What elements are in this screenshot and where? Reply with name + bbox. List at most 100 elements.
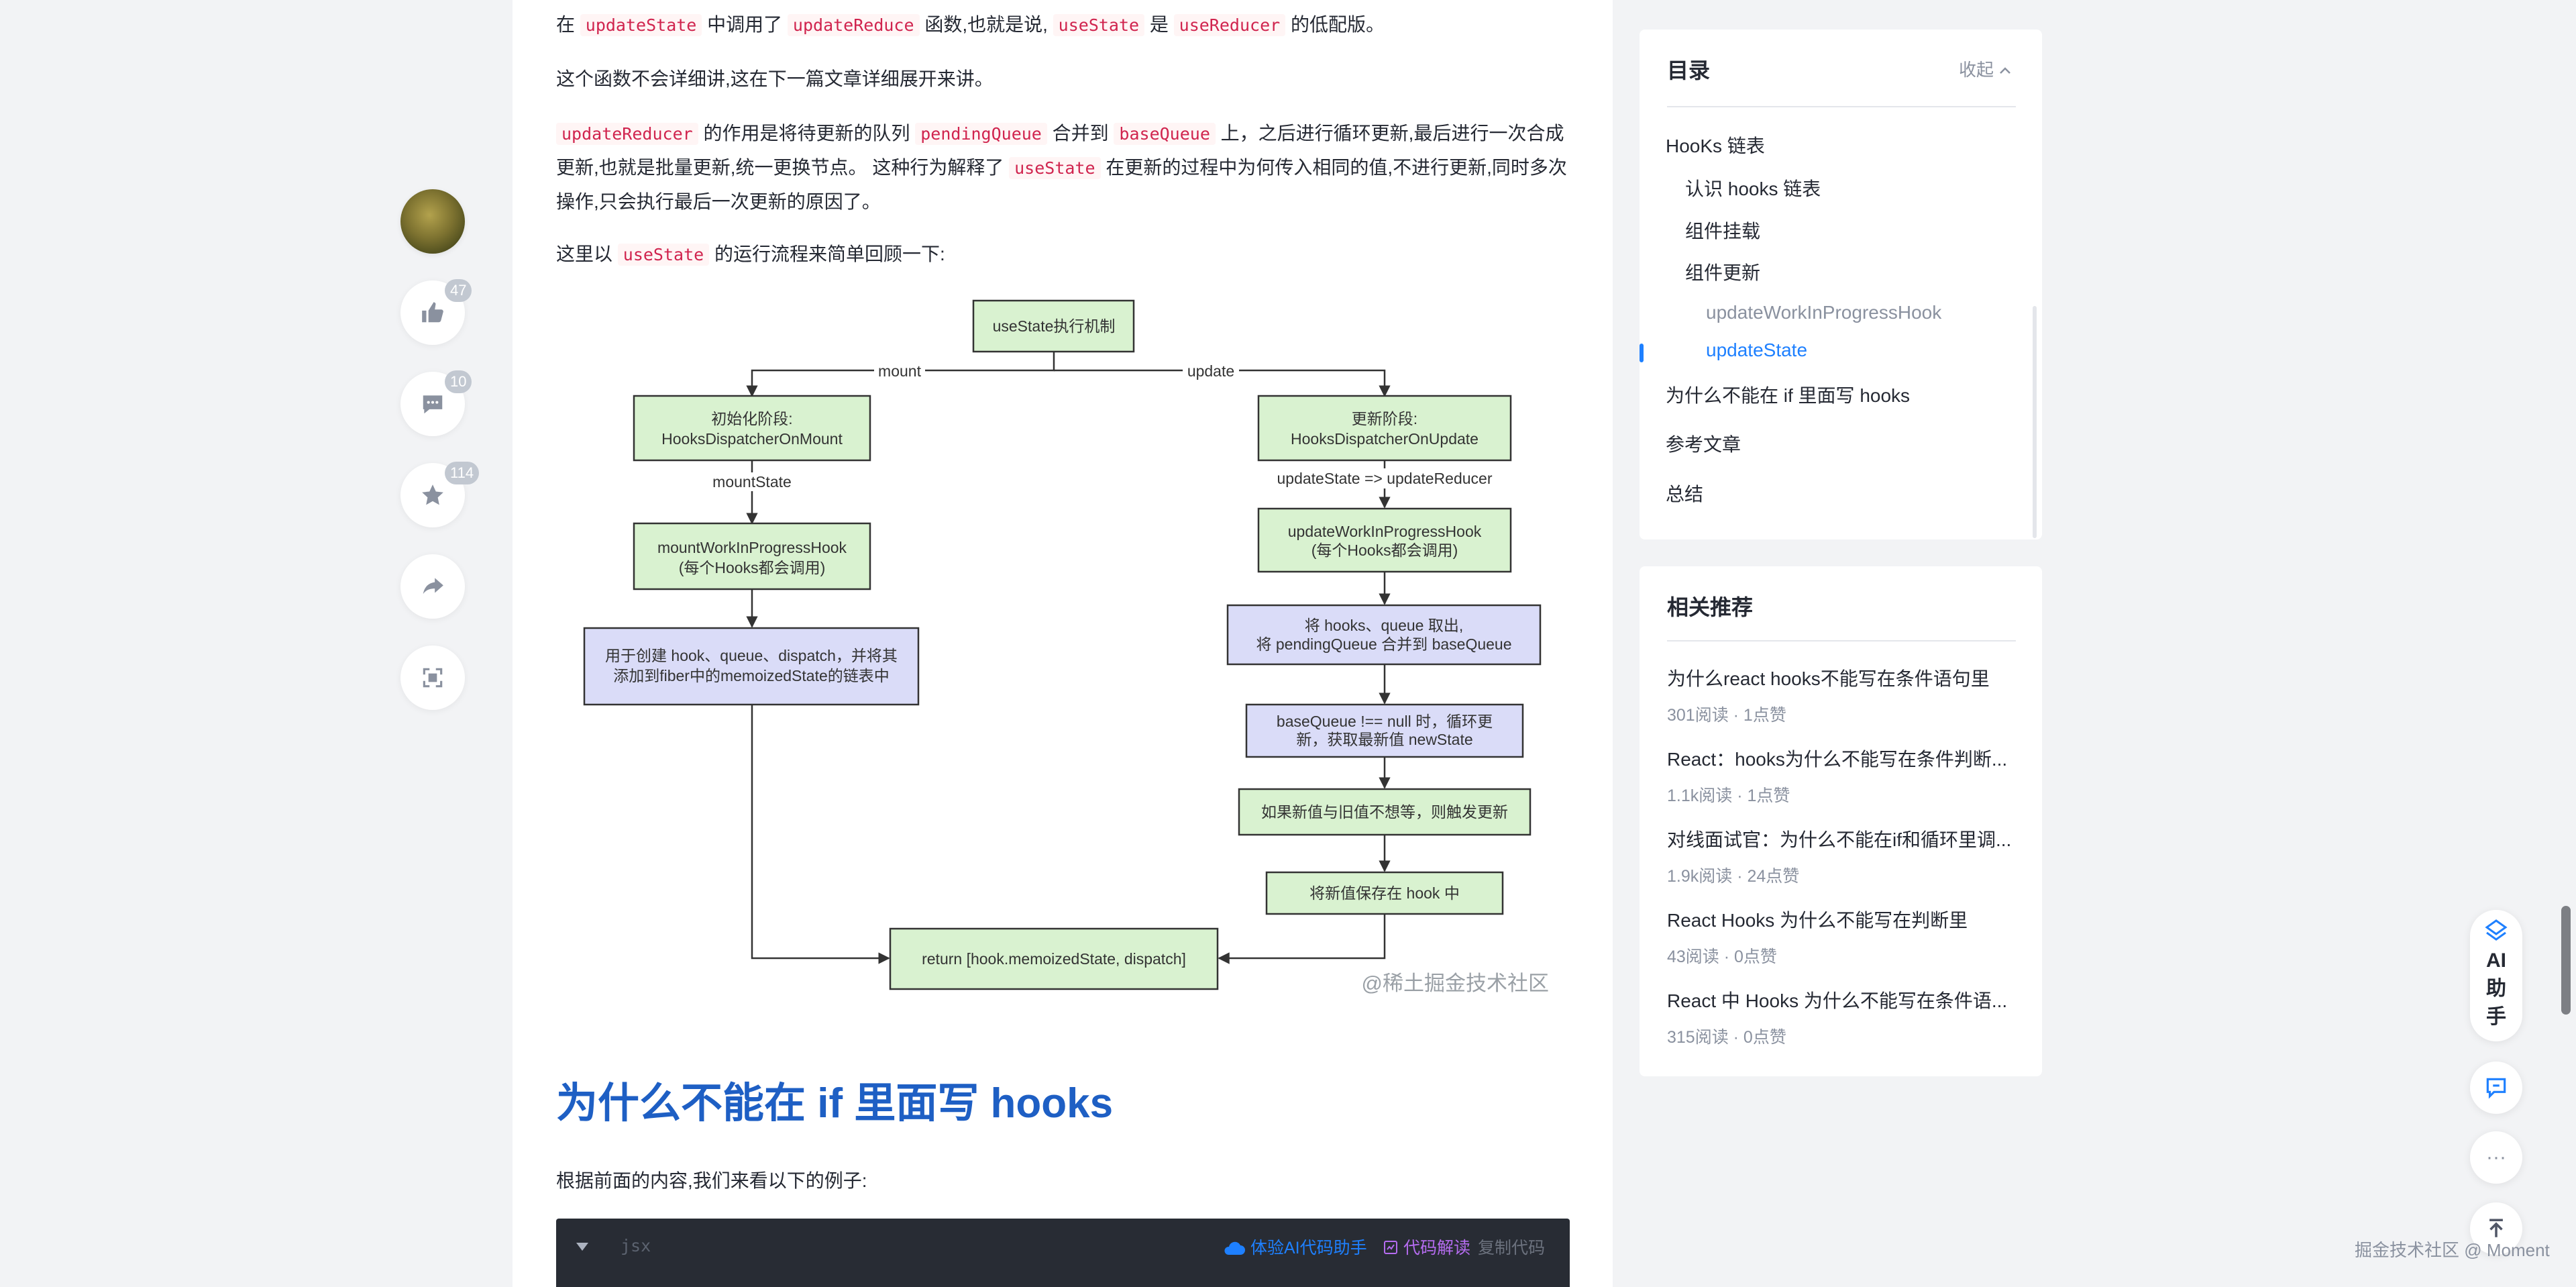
toc-title: 目录 bbox=[1667, 58, 1711, 83]
recommend-item-title[interactable]: 对线面试官：为什么不能在if和循环里调... bbox=[1667, 829, 2012, 850]
text: 是 bbox=[1144, 14, 1174, 35]
flow-node: return [hook.memoizedState, dispatch] bbox=[922, 950, 1186, 968]
ai-code-helper-link[interactable]: 体验AI代码助手 bbox=[1223, 1235, 1367, 1259]
recommend-item-title[interactable]: React 中 Hooks 为什么不能写在条件语... bbox=[1667, 990, 2008, 1011]
chat-bubble-icon bbox=[2486, 1078, 2506, 1099]
chevron-up-icon bbox=[2000, 67, 2011, 74]
thumbs-up-icon bbox=[422, 302, 443, 323]
comment-icon bbox=[423, 395, 443, 414]
inline-code: updateReducer bbox=[556, 123, 698, 145]
inline-code: useState bbox=[1009, 157, 1101, 179]
toc-item-mount[interactable]: 组件挂载 bbox=[1685, 221, 1761, 242]
flow-node: 将 pendingQueue 合并到 baseQueue bbox=[1256, 635, 1511, 653]
recommend-divider bbox=[1667, 640, 2016, 641]
collapse-caret-icon[interactable] bbox=[576, 1243, 588, 1251]
toc-item-why-not-if[interactable]: 为什么不能在 if 里面写 hooks bbox=[1666, 385, 1911, 406]
favorite-button[interactable]: 114 bbox=[400, 462, 480, 527]
back-to-top-button[interactable] bbox=[2470, 1202, 2522, 1255]
collapse-label: 收起 bbox=[1959, 60, 1994, 80]
toc-active-marker bbox=[1640, 344, 1644, 362]
inline-code: updateReduce bbox=[787, 14, 920, 36]
toc-item-know-hooks[interactable]: 认识 hooks 链表 bbox=[1685, 178, 1821, 199]
toc-item-update-wip-hook[interactable]: updateWorkInProgressHook bbox=[1706, 302, 1942, 323]
ai-cloud-icon bbox=[1224, 1241, 1245, 1255]
explain-label: 代码解读 bbox=[1403, 1239, 1470, 1257]
flow-node: updateWorkInProgressHook bbox=[1288, 523, 1482, 540]
toc-scrollbar[interactable] bbox=[2033, 306, 2037, 538]
paragraph-1: 在 updateState 中调用了 updateReduce 函数,也就是说,… bbox=[556, 8, 1569, 42]
text: 上，之后进行循环更新,最后进行一次合成更新,也就是批量更新,统一更换节点。 这种… bbox=[556, 123, 1564, 178]
more-button[interactable]: ··· bbox=[2470, 1131, 2522, 1184]
recommend-item-meta: 1.1k阅读 · 1点赞 bbox=[1667, 786, 1790, 805]
like-count: 47 bbox=[445, 279, 472, 302]
flow-node: HooksDispatcherOnMount bbox=[661, 430, 843, 448]
share-button[interactable] bbox=[400, 554, 465, 619]
text: 中调用了 bbox=[702, 14, 788, 35]
recommend-item-title[interactable]: React：hooks为什么不能写在条件判断... bbox=[1667, 749, 2008, 770]
toc-item-update[interactable]: 组件更新 bbox=[1685, 262, 1761, 283]
paragraph-4: 这里以 useState 的运行流程来简单回顾一下: bbox=[556, 238, 1569, 272]
flow-node: 将 hooks、queue 取出, bbox=[1305, 617, 1464, 634]
toc-item-summary[interactable]: 总结 bbox=[1666, 484, 1704, 505]
share-icon bbox=[423, 578, 443, 595]
toc-card bbox=[1640, 30, 2042, 539]
text: 在更新的过程中为何传入相同的值,不进行更新,同时多次操作,只会执行最后一次更新的… bbox=[556, 157, 1567, 212]
toc-divider bbox=[1667, 106, 2016, 107]
flow-node: 新，获取最新值 newState bbox=[1296, 731, 1472, 748]
code-language: jsx bbox=[621, 1236, 651, 1255]
recommend-item-title[interactable]: React Hooks 为什么不能写在判断里 bbox=[1667, 910, 1968, 931]
text: 函数,也就是说, bbox=[919, 14, 1053, 35]
author-avatar[interactable] bbox=[400, 189, 465, 254]
inline-code: useState bbox=[1053, 14, 1145, 36]
paragraph-5: 根据前面的内容,我们来看以下的例子: bbox=[556, 1170, 867, 1191]
flow-node: baseQueue !== null 时，循环更 bbox=[1277, 713, 1493, 730]
arrow-up-icon bbox=[2489, 1219, 2503, 1237]
paragraph-3: updateReducer 的作用是将待更新的队列 pendingQueue 合… bbox=[556, 117, 1569, 219]
recommend-item-title[interactable]: 为什么react hooks不能写在条件语句里 bbox=[1667, 668, 1990, 689]
recommend-title: 相关推荐 bbox=[1667, 595, 1754, 619]
flow-edge-label: updateState => updateReducer bbox=[1277, 470, 1493, 487]
feedback-button[interactable] bbox=[2470, 1062, 2522, 1114]
image-watermark: @稀土掘金技术社区 bbox=[1362, 972, 1549, 995]
text: 的运行流程来简单回顾一下: bbox=[709, 244, 945, 264]
comment-button[interactable]: 10 bbox=[400, 370, 472, 436]
site-watermark: 掘金技术社区 @ Moment bbox=[2355, 1240, 2550, 1260]
flow-node: mountWorkInProgressHook bbox=[657, 539, 847, 556]
code-block-header: jsx 体验AI代码助手 代码解读 复制代码 bbox=[556, 1219, 1570, 1287]
ai-helper-label: 体验AI代码助手 bbox=[1250, 1239, 1367, 1257]
flow-edge-label: update bbox=[1187, 362, 1234, 380]
flow-node: HooksDispatcherOnUpdate bbox=[1291, 430, 1479, 448]
toc-collapse-button[interactable]: 收起 bbox=[1959, 56, 2012, 81]
recommend-item-meta: 1.9k阅读 · 24点赞 bbox=[1667, 867, 1800, 886]
ai-assistant-icon bbox=[2485, 919, 2508, 941]
ai-label-3: 手 bbox=[2486, 1006, 2506, 1028]
flow-node: 用于创建 hook、queue、dispatch，并将其 bbox=[605, 647, 898, 664]
section-heading: 为什么不能在 if 里面写 hooks bbox=[556, 1080, 1114, 1127]
page-scrollbar-thumb[interactable] bbox=[2561, 906, 2571, 1015]
toc-item-references[interactable]: 参考文章 bbox=[1666, 434, 1741, 455]
inline-code: useState bbox=[617, 244, 710, 266]
focus-mode-icon bbox=[423, 668, 443, 688]
like-button[interactable]: 47 bbox=[400, 279, 472, 345]
flow-node: 初始化阶段: bbox=[711, 410, 792, 427]
code-explain-link[interactable]: 代码解读 bbox=[1383, 1235, 1470, 1259]
flow-node: (每个Hooks都会调用) bbox=[1311, 542, 1458, 559]
toc-item-update-state[interactable]: updateState bbox=[1706, 340, 1808, 360]
copy-code-button[interactable]: 复制代码 bbox=[1478, 1239, 1546, 1257]
recommend-item-meta: 301阅读 · 1点赞 bbox=[1667, 706, 1786, 725]
flow-node: useState执行机制 bbox=[993, 317, 1116, 335]
recommend-item-meta: 43阅读 · 0点赞 bbox=[1667, 947, 1777, 966]
inline-code: pendingQueue bbox=[915, 123, 1047, 145]
inline-code: useReducer bbox=[1173, 14, 1286, 36]
toc-item-hooks-list[interactable]: HooKs 链表 bbox=[1666, 136, 1765, 156]
comment-count: 10 bbox=[445, 370, 472, 393]
flow-node: 如果新值与旧值不想等，则触发更新 bbox=[1261, 803, 1508, 821]
text: 合并到 bbox=[1046, 123, 1114, 144]
ai-assistant-button[interactable]: AI 助 手 bbox=[2470, 910, 2522, 1041]
ai-label-2: 助 bbox=[2486, 978, 2506, 1000]
flow-edge-label: mount bbox=[878, 362, 922, 380]
paragraph-2: 这个函数不会详细讲,这在下一篇文章详细展开来讲。 bbox=[556, 68, 994, 89]
fullscreen-button[interactable] bbox=[400, 646, 465, 710]
flow-node: (每个Hooks都会调用) bbox=[679, 559, 826, 576]
flow-node: 将新值保存在 hook 中 bbox=[1309, 884, 1460, 902]
